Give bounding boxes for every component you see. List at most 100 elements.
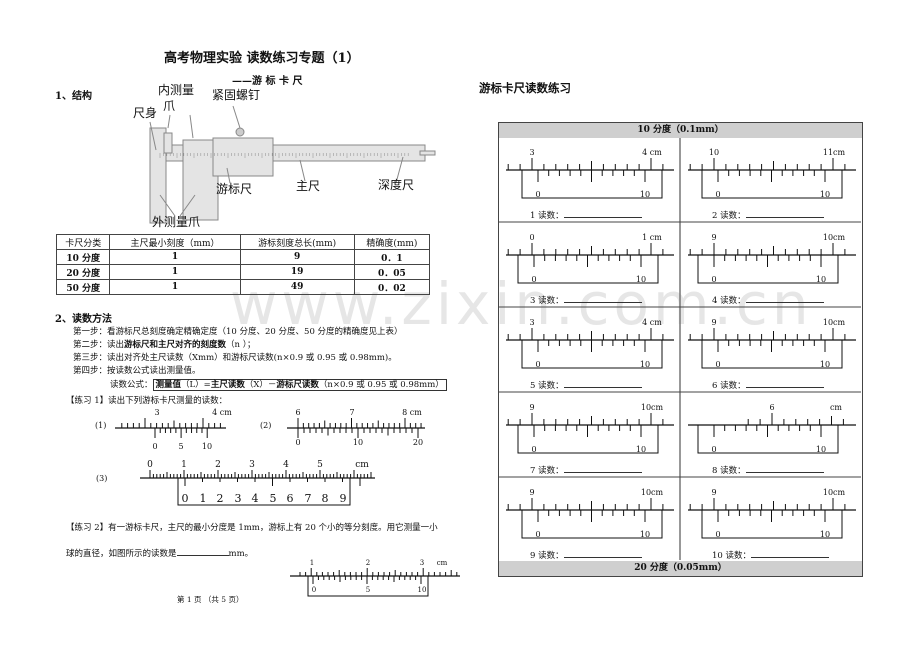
vernier-label: 7 bbox=[305, 492, 312, 505]
main-scale-label: 2 bbox=[215, 460, 221, 470]
main-scale-label: 4 cm bbox=[642, 148, 662, 157]
main-scale-label: cm bbox=[437, 559, 448, 567]
reading-label: 4 读数： bbox=[712, 296, 746, 306]
reading-label: 2 读数： bbox=[712, 211, 746, 221]
label-outer-jaw: 外测量爪 bbox=[152, 215, 201, 229]
label-inner-jaw-2: 爪 bbox=[163, 99, 176, 113]
reading-practice-grid: 10 分度（0.1mm） 20 分度（0.05mm） bbox=[498, 122, 863, 577]
formula-box: 测量值（L）=主尺读数（X）－游标尺读数（n×0.9 或 0.95 或 0.98… bbox=[152, 379, 447, 391]
table-cell: 19 bbox=[239, 264, 355, 280]
reading-answer-blank[interactable] bbox=[563, 208, 642, 218]
step-2: 第二步：读出游标尺和主尺对齐的刻度数（n ）； bbox=[73, 340, 256, 351]
vernier-label: 10 bbox=[640, 190, 650, 199]
main-scale-label: 6 bbox=[769, 403, 774, 412]
label-main: 主尺 bbox=[296, 179, 321, 193]
vernier-label: 0 bbox=[711, 445, 716, 454]
page-subtitle: ——游 标 卡 尺 bbox=[232, 76, 303, 87]
table-cell: 1 bbox=[109, 279, 241, 295]
main-scale-label: 3 bbox=[529, 148, 534, 157]
step-3: 第三步：读出对齐处主尺读数（Xmm）和游标尺读数(n×0.9 或 0.95 或 … bbox=[73, 353, 397, 363]
reading-answer-blank[interactable] bbox=[745, 378, 824, 388]
table-cell: 0．1 bbox=[353, 249, 431, 265]
reading-answer-blank[interactable] bbox=[751, 548, 830, 558]
reading-answer-blank[interactable] bbox=[745, 463, 824, 473]
grid-header-10: 10 分度（0.1mm） bbox=[499, 123, 862, 138]
reading-answer: 8 读数： bbox=[712, 463, 824, 477]
main-scale-label: 2 bbox=[366, 559, 370, 567]
main-scale-label: cm bbox=[830, 403, 842, 412]
reading-label: 5 读数： bbox=[530, 381, 564, 391]
main-scale-label: 0 bbox=[147, 460, 153, 470]
vernier-label: 5 bbox=[270, 492, 277, 505]
reading-label: 3 读数： bbox=[530, 296, 564, 306]
main-scale-label: 3 bbox=[154, 408, 159, 417]
practice2-text: 球的直径，如图所示的读数是 bbox=[66, 549, 177, 559]
vernier-label: 10 bbox=[816, 275, 826, 284]
reading-answer-blank[interactable] bbox=[563, 548, 642, 558]
reading-answer: 4 读数： bbox=[712, 293, 824, 307]
practice2-line1: 【练习 2】有一游标卡尺，主尺的最小分度是 1mm，游标上有 20 个小的等分刻… bbox=[66, 523, 438, 533]
main-scale-label: 0 bbox=[529, 233, 534, 242]
reading-label: 9 读数： bbox=[530, 551, 564, 561]
reading-label: 8 读数： bbox=[712, 466, 746, 476]
section2-heading: 2、读数方法 bbox=[55, 314, 112, 325]
formula-part: 主尺读数 bbox=[210, 380, 245, 390]
main-scale-label: 10cm bbox=[823, 318, 846, 327]
practice2-line2: 球的直径，如图所示的读数是 mm。 bbox=[66, 546, 253, 560]
main-scale-label: 3 bbox=[529, 318, 534, 327]
main-scale-label: 4 cm bbox=[212, 408, 232, 417]
answer-blank[interactable] bbox=[176, 546, 229, 556]
table-header: 卡尺分类 bbox=[55, 234, 111, 250]
reading-answer-blank[interactable] bbox=[563, 293, 642, 303]
vernier-label: 10 bbox=[202, 442, 212, 451]
main-scale-label: 9 bbox=[529, 403, 534, 412]
table-cell: 0．05 bbox=[353, 264, 431, 280]
reading-answer-blank[interactable] bbox=[745, 293, 824, 303]
vernier-label: 0 bbox=[535, 360, 540, 369]
main-scale-label: 10 bbox=[709, 148, 719, 157]
table-cell: 50 分度 bbox=[55, 279, 111, 295]
formula-part: 测量值 bbox=[155, 380, 182, 390]
practice1-item-2: (2) bbox=[260, 421, 272, 430]
reading-answer-blank[interactable] bbox=[563, 463, 642, 473]
vernier-label: 2 bbox=[217, 492, 224, 505]
step-1: 第一步：看游标尺总刻度确定精确定度（10 分度、20 分度、50 分度的精确度见… bbox=[73, 327, 403, 337]
main-scale-label: 7 bbox=[349, 408, 354, 417]
main-scale-label: 1 bbox=[181, 460, 187, 470]
table-cell: 9 bbox=[239, 249, 355, 265]
vernier-label: 0 bbox=[312, 586, 316, 594]
formula-part: （n×0.9 或 0.95 或 0.98mm） bbox=[318, 380, 444, 390]
practice2-text: mm。 bbox=[228, 549, 254, 559]
vernier-label: 0 bbox=[295, 438, 300, 447]
reading-label: 10 读数： bbox=[712, 551, 752, 561]
reading-answer-blank[interactable] bbox=[745, 208, 824, 218]
vernier-frame bbox=[177, 477, 351, 506]
vernier-frame bbox=[307, 575, 429, 597]
vernier-label: 9 bbox=[340, 492, 347, 505]
main-scale-label: 10cm bbox=[641, 403, 664, 412]
step-2-post: （n ）； bbox=[226, 340, 256, 350]
vernier-label: 0 bbox=[531, 275, 536, 284]
reading-answer: 3 读数： bbox=[530, 293, 642, 307]
section1-heading: 1、结构 bbox=[55, 91, 92, 102]
vernier-label: 10 bbox=[636, 275, 646, 284]
practice1-item-1: (1) bbox=[95, 421, 107, 430]
main-scale-label: 10cm bbox=[641, 488, 664, 497]
vernier-label: 20 bbox=[413, 438, 423, 447]
label-depth: 深度尺 bbox=[378, 178, 415, 192]
vernier-label: 10 bbox=[418, 586, 427, 594]
reading-answer-blank[interactable] bbox=[563, 378, 642, 388]
table-header: 精确度(mm) bbox=[353, 234, 431, 250]
vernier-label: 10 bbox=[640, 360, 650, 369]
vernier-label: 5 bbox=[366, 586, 370, 594]
